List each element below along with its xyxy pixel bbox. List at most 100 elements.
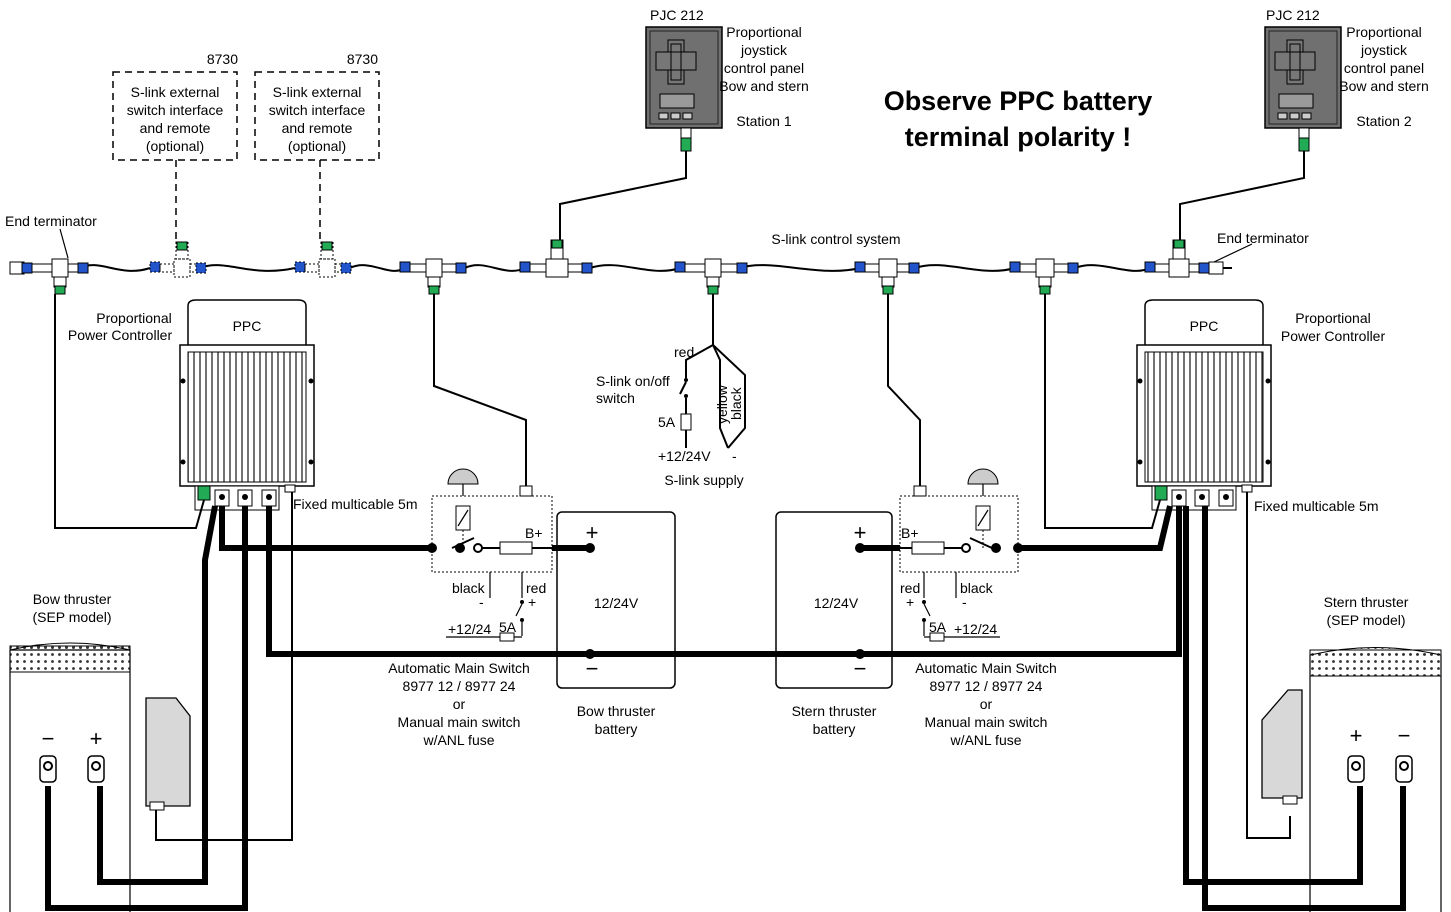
supply-voltage-label: +12/24V [658, 448, 711, 464]
end-terminator-pointer-right [1213, 243, 1253, 263]
stern-switch-desc-4: Manual main switch [925, 714, 1048, 730]
bow-switch-desc-3: or [453, 696, 466, 712]
stern-switch-red: red [900, 580, 920, 596]
bow-main-switch: B+ black red - + +12/24 5A [431, 468, 553, 642]
stern-switch-desc-3: or [980, 696, 993, 712]
tee-connector-supply [674, 258, 748, 295]
stern-thruster-desc-1: Stern thruster [1324, 594, 1409, 610]
stern-battery-desc-2: battery [813, 721, 856, 737]
ppc-stern-desc-1: Proportional [1295, 310, 1371, 326]
interface-1-line-4: (optional) [146, 138, 204, 154]
stern-thruster-plus: + [1350, 723, 1363, 748]
stern-battery-voltage: 12/24V [814, 595, 859, 611]
tee-connector-end-left [9, 258, 89, 295]
panel-1-line-1: Proportional [726, 24, 802, 40]
supply-switch-label-1: S-link on/off [596, 373, 670, 389]
title-line-1: Observe PPC battery [884, 86, 1153, 116]
multicable-label-stern: Fixed multicable 5m [1254, 498, 1379, 514]
tee-connector-bow-switch [399, 258, 467, 295]
bow-battery-minus: − [586, 656, 599, 681]
stern-battery-plus: + [854, 520, 867, 545]
panel-1-line-2: joystick [740, 42, 788, 58]
stern-thruster-minus: − [1398, 723, 1411, 748]
ppc-stern-label: PPC [1190, 318, 1219, 334]
interface-1-code: 8730 [207, 51, 238, 67]
slink-interface-1: 8730 S-link external switch interface an… [112, 51, 238, 240]
panel-2-line-2: joystick [1360, 42, 1408, 58]
end-terminator-right-label: End terminator [1217, 230, 1309, 246]
title-line-2: terminal polarity ! [905, 122, 1132, 152]
stern-battery: + 12/24V − [775, 511, 893, 689]
stern-switch-desc-5: w/ANL fuse [949, 732, 1021, 748]
stern-switch-bplus: B+ [901, 525, 919, 541]
bow-switch-minus: - [479, 594, 484, 610]
bow-switch-plus: + [528, 594, 536, 610]
interface-2-code: 8730 [347, 51, 378, 67]
panel-2-station: Station 2 [1356, 113, 1411, 129]
tee-connector-optional-2 [294, 241, 352, 278]
slink-supply: red S-link on/off switch 5A +12/24V - ye… [596, 294, 746, 488]
end-terminator-pointer-left [59, 228, 69, 259]
stern-ppc-slink-cable [1044, 294, 1161, 529]
interface-2-line-4: (optional) [288, 138, 346, 154]
bow-thruster: − + [9, 642, 191, 912]
interface-1-line-2: switch interface [127, 102, 224, 118]
bow-switch-desc-5: w/ANL fuse [422, 732, 494, 748]
stern-switch-voltage: +12/24 [954, 621, 997, 637]
bow-switch-desc-2: 8977 12 / 8977 24 [403, 678, 516, 694]
power-cables [45, 492, 1406, 911]
panel-1-line-4: Bow and stern [719, 78, 809, 94]
joystick-panel-station-1: PJC 212 Proportional joystick control pa… [645, 7, 809, 152]
bow-switch-fuse: 5A [499, 619, 517, 635]
stern-switch-black: black [960, 580, 994, 596]
panel-2-cable [1179, 151, 1305, 240]
stern-switch-fuse: 5A [929, 619, 947, 635]
bow-thruster-desc-2: (SEP model) [32, 609, 111, 625]
tee-connector-station-1 [519, 239, 593, 278]
panel-1-cable [559, 151, 687, 240]
supply-black-label: black [728, 386, 744, 420]
stern-main-switch: B+ red black + - 5A +12/24 [899, 468, 1019, 642]
bow-switch-slink-cable [433, 294, 527, 486]
slink-system-label: S-link control system [771, 231, 900, 247]
bow-battery-plus: + [586, 520, 599, 545]
panel-1-station: Station 1 [736, 113, 791, 129]
bow-battery-voltage: 12/24V [594, 595, 639, 611]
supply-fuse-label: 5A [658, 414, 676, 430]
interface-1-line-3: and remote [140, 120, 211, 136]
panel-2-line-3: control panel [1344, 60, 1424, 76]
panel-2-line-4: Bow and stern [1339, 78, 1429, 94]
end-terminator-left-label: End terminator [5, 213, 97, 229]
interface-1-line-1: S-link external [131, 84, 220, 100]
tee-connector-end-right [1144, 239, 1224, 278]
supply-title: S-link supply [664, 472, 743, 488]
bow-switch-desc-4: Manual main switch [398, 714, 521, 730]
stern-switch-plus: + [906, 594, 914, 610]
bow-switch-black: black [452, 580, 486, 596]
bow-battery: + 12/24V − [556, 511, 676, 689]
ppc-bow-desc-2: Power Controller [68, 327, 173, 343]
tee-connector-stern-switch [854, 258, 920, 295]
stern-switch-desc-1: Automatic Main Switch [915, 660, 1057, 676]
bow-switch-bplus: B+ [525, 525, 543, 541]
ppc-bow: PPC [179, 299, 315, 511]
bow-battery-desc-2: battery [595, 721, 638, 737]
ppc-stern-desc-2: Power Controller [1281, 328, 1386, 344]
bow-ppc-slink-cable [54, 294, 205, 529]
interface-2-line-1: S-link external [273, 84, 362, 100]
multicable-label-bow: Fixed multicable 5m [293, 496, 418, 512]
tee-connector-optional-1 [149, 241, 207, 278]
bow-thruster-desc-1: Bow thruster [33, 591, 112, 607]
interface-2-line-2: switch interface [269, 102, 366, 118]
interface-2-line-3: and remote [282, 120, 353, 136]
panel-1-model: PJC 212 [650, 7, 704, 23]
ppc-bow-desc-1: Proportional [96, 310, 172, 326]
supply-yellow-label: yellow [714, 384, 730, 424]
slink-interface-2: 8730 S-link external switch interface an… [254, 51, 380, 240]
stern-thruster: + − [1261, 647, 1442, 912]
stern-battery-desc-1: Stern thruster [792, 703, 877, 719]
panel-2-line-1: Proportional [1346, 24, 1422, 40]
stern-switch-slink-cable [887, 294, 921, 486]
joystick-panel-station-2: PJC 212 Proportional joystick control pa… [1264, 7, 1429, 152]
stern-thruster-desc-2: (SEP model) [1326, 612, 1405, 628]
